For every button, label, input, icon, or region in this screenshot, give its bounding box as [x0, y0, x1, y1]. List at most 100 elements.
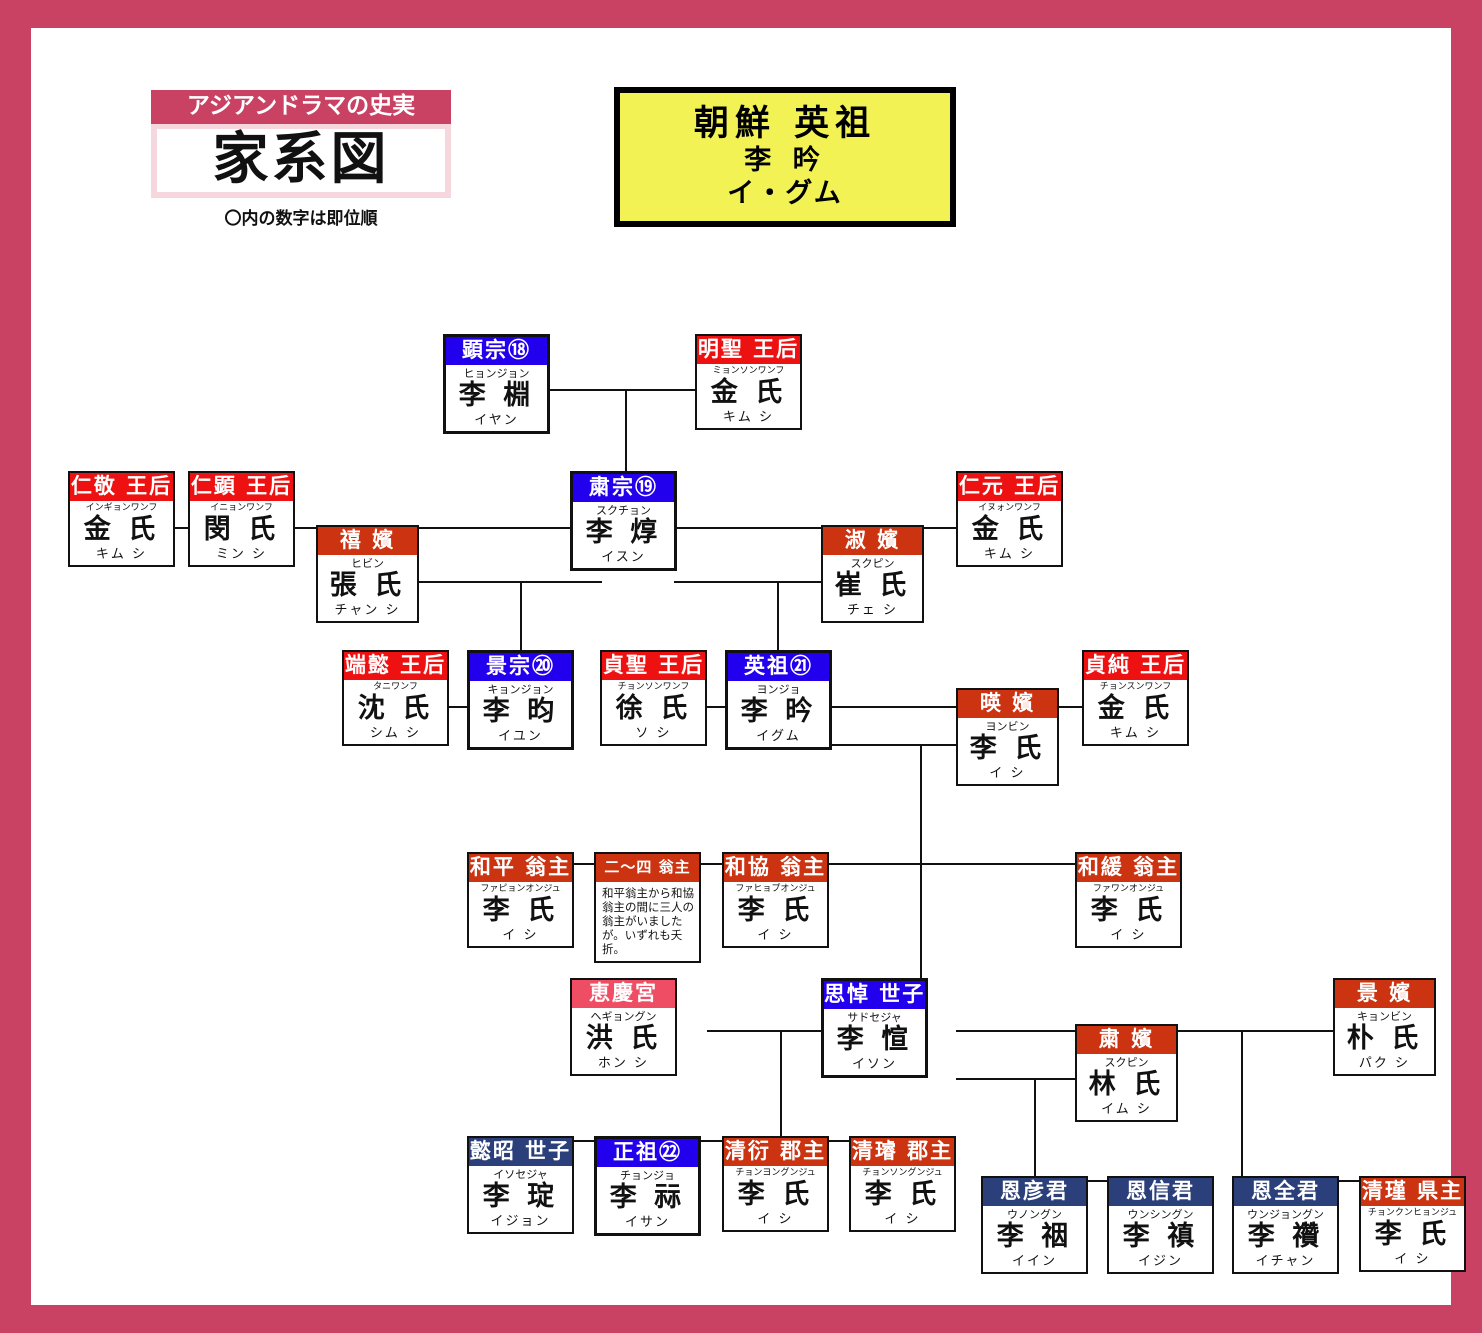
person-card-cheonggeun[interactable]: 清瑾 県主 チョンクンヒョンジュ 李 氏 イ シ: [1359, 1176, 1466, 1273]
person-name: 李 禛: [1122, 1221, 1199, 1252]
person-kana: シム シ: [369, 726, 422, 742]
person-kana: チャン シ: [334, 603, 401, 619]
person-title: 粛宗⑲: [573, 474, 674, 502]
person-name: 李 焞: [585, 517, 662, 548]
person-card-ingyeong-queen[interactable]: 仁敬 王后 インギョンワンフ 金 氏 キム シ: [68, 471, 175, 568]
person-title: 清璿 郡主: [851, 1138, 954, 1166]
person-name: 李 氏: [1090, 895, 1167, 926]
person-romanization: タニワンフ: [373, 682, 418, 692]
connector-gyeongbin-sibling-bar: [1285, 1180, 1412, 1182]
person-kana: イグム: [756, 729, 801, 745]
person-card-myeongseong-queen[interactable]: 明聖 王后 ミョンソンワンフ 金 氏 キム シ: [695, 334, 802, 431]
person-title: 恩全君: [1234, 1178, 1337, 1206]
connector-yeongbin-children-drop: [920, 744, 922, 864]
person-card-sukbin-lim[interactable]: 粛 嬪 スクピン 林 氏 イム シ: [1075, 1024, 1178, 1123]
person-romanization: スクチョン: [596, 504, 651, 517]
brand-block: アジアンドラマの史実 家系図 〇内の数字は即位順: [151, 90, 451, 229]
person-kana: イソン: [851, 1057, 897, 1073]
person-kana: イ シ: [989, 766, 1026, 782]
person-name: 洪 氏: [585, 1023, 662, 1054]
brand-title: 家系図: [157, 129, 445, 193]
person-kana: キム シ: [983, 547, 1036, 563]
person-card-huibin[interactable]: 禧 嬪 ヒビン 張 氏 チャン シ: [316, 525, 419, 624]
person-romanization: ウンジョングン: [1247, 1208, 1324, 1221]
connector-down-to-gyeongjong: [520, 581, 522, 685]
person-name: 崔 氏: [834, 570, 911, 601]
connector-jeongseong-yeongjo: [707, 706, 735, 708]
person-name: 李 氏: [482, 895, 559, 926]
person-card-danui-queen[interactable]: 端懿 王后 タニワンフ 沈 氏 シム シ: [342, 650, 449, 747]
person-title: 暎 嬪: [958, 690, 1057, 718]
person-kana: ホン シ: [597, 1056, 650, 1072]
connector-hyegyeong-children-drop: [780, 1030, 782, 1140]
person-card-note-princesses[interactable]: 二～四 翁主 和平翁主から和協翁主の間に三人の翁主がいましたが。いずれも夭折。: [594, 852, 701, 964]
person-name: 李 棩: [458, 380, 535, 411]
person-card-eoneon[interactable]: 恩彦君 ウノングン 李 䄄 イイン: [981, 1176, 1088, 1275]
connector-sukjong-inwon: [674, 527, 961, 529]
person-romanization: チョンスンワンフ: [1099, 682, 1172, 692]
person-card-hwapyeong[interactable]: 和平 翁主 ファピョンオンジュ 李 氏 イ シ: [467, 852, 574, 949]
person-romanization: チョンソンワンフ: [617, 682, 690, 692]
person-name: 李 氏: [737, 895, 814, 926]
person-title: 清衍 郡主: [724, 1138, 827, 1166]
person-romanization: インギョンワンフ: [85, 503, 158, 513]
person-kana: イ シ: [1394, 1252, 1431, 1268]
person-name: 李 氏: [864, 1179, 941, 1210]
person-card-cheongyeon[interactable]: 清衍 郡主 チョンヨングンジュ 李 氏 イ シ: [722, 1136, 829, 1233]
person-title: 恩信君: [1109, 1178, 1212, 1206]
person-title: 景宗⑳: [470, 653, 571, 681]
person-card-eunjeon[interactable]: 恩全君 ウンジョングン 李 禶 イチャン: [1232, 1176, 1339, 1275]
person-name: 沈 氏: [357, 693, 434, 724]
person-kana: イム シ: [1101, 1102, 1152, 1118]
person-card-yeongbin[interactable]: 暎 嬪 ヨンビン 李 氏 イ シ: [956, 688, 1059, 787]
person-card-hyegyeong[interactable]: 恵慶宮 ヘギョングン 洪 氏 ホン シ: [570, 978, 677, 1077]
person-kana: イ シ: [1110, 928, 1147, 944]
person-kana: イジン: [1137, 1254, 1183, 1270]
connector-gyeongbin-drop: [1241, 1030, 1243, 1180]
person-name: 林 氏: [1088, 1069, 1165, 1100]
brand-legend-note: 〇内の数字は即位順: [224, 209, 378, 230]
connector-danui-gyeongjong: [449, 706, 477, 708]
person-title: 端懿 王后: [344, 652, 447, 680]
person-card-uiso[interactable]: 懿昭 世子 イソセジャ 李 琔 イジョン: [467, 1136, 574, 1235]
note-text: 和平翁主から和協翁主の間に三人の翁主がいましたが。いずれも夭折。: [602, 886, 694, 957]
person-card-hwahyeop[interactable]: 和協 翁主 ファヒョプオンジュ 李 氏 イ シ: [722, 852, 829, 949]
person-kana: イヤン: [474, 413, 519, 429]
person-romanization: チョンソングンジュ: [862, 1168, 943, 1178]
person-card-inwon-queen[interactable]: 仁元 王后 イヌォンワンフ 金 氏 キム シ: [956, 471, 1063, 568]
person-card-cheongseon[interactable]: 清璿 郡主 チョンソングンジュ 李 氏 イ シ: [849, 1136, 956, 1233]
main-title-line2: 李 昑: [744, 145, 826, 177]
person-card-gyeongbin[interactable]: 景 嬪 キョンビン 朴 氏 パク シ: [1333, 978, 1436, 1077]
person-card-jeongseong-queen[interactable]: 貞聖 王后 チョンソンワンフ 徐 氏 ソ シ: [600, 650, 707, 747]
person-card-jeongjo[interactable]: 正祖㉒ チョンジョ 李 祘 イサン: [594, 1136, 701, 1237]
person-name: 李 䄄: [996, 1221, 1073, 1252]
person-card-sadoseja[interactable]: 思悼 世子 サドセジャ 李 愃 イソン: [821, 978, 928, 1079]
person-romanization: スクピン: [850, 557, 895, 570]
person-card-jeongsun-queen[interactable]: 貞純 王后 チョンスンワンフ 金 氏 キム シ: [1082, 650, 1189, 747]
brand-title-panel: 家系図: [151, 124, 451, 199]
person-romanization: ヒビン: [351, 557, 384, 570]
person-card-eunsin[interactable]: 恩信君 ウンシングン 李 禛 イジン: [1107, 1176, 1214, 1275]
person-card-sukbin[interactable]: 淑 嬪 スクピン 崔 氏 チェ シ: [821, 525, 924, 624]
person-title: 清瑾 県主: [1361, 1178, 1464, 1206]
person-card-gyeongjong[interactable]: 景宗⑳ キョンジョン 李 昀 イユン: [467, 650, 574, 751]
person-card-hyeonjong[interactable]: 顕宗⑱ ヒョンジョン 李 棩 イヤン: [443, 334, 550, 435]
person-kana: イジョン: [490, 1214, 551, 1230]
person-card-hwawan[interactable]: 和緩 翁主 ファワンオンジュ 李 氏 イ シ: [1075, 852, 1182, 949]
person-title: 正祖㉒: [597, 1139, 698, 1167]
person-kana: イサン: [624, 1215, 670, 1231]
person-card-yeongjo[interactable]: 英祖㉑ ヨンジョ 李 昑 イグム: [725, 650, 832, 751]
person-title: 貞純 王后: [1084, 652, 1187, 680]
connector-princess-sibling-bar: [520, 863, 1145, 865]
person-card-inhyeon-queen[interactable]: 仁顕 王后 イニョンワンフ 閔 氏 ミン シ: [188, 471, 295, 568]
connector-down-to-yeongjo: [777, 581, 779, 685]
person-romanization: ヘギョングン: [590, 1010, 657, 1023]
person-title: 恩彦君: [983, 1178, 1086, 1206]
person-kana: イユン: [498, 729, 543, 745]
person-title: 貞聖 王后: [602, 652, 705, 680]
person-romanization: ウノングン: [1007, 1208, 1062, 1221]
person-title: 顕宗⑱: [446, 337, 547, 365]
person-card-sukjong[interactable]: 粛宗⑲ スクチョン 李 焞 イスン: [570, 471, 677, 572]
person-title: 思悼 世子: [824, 981, 925, 1009]
person-name: 李 禶: [1247, 1221, 1324, 1252]
